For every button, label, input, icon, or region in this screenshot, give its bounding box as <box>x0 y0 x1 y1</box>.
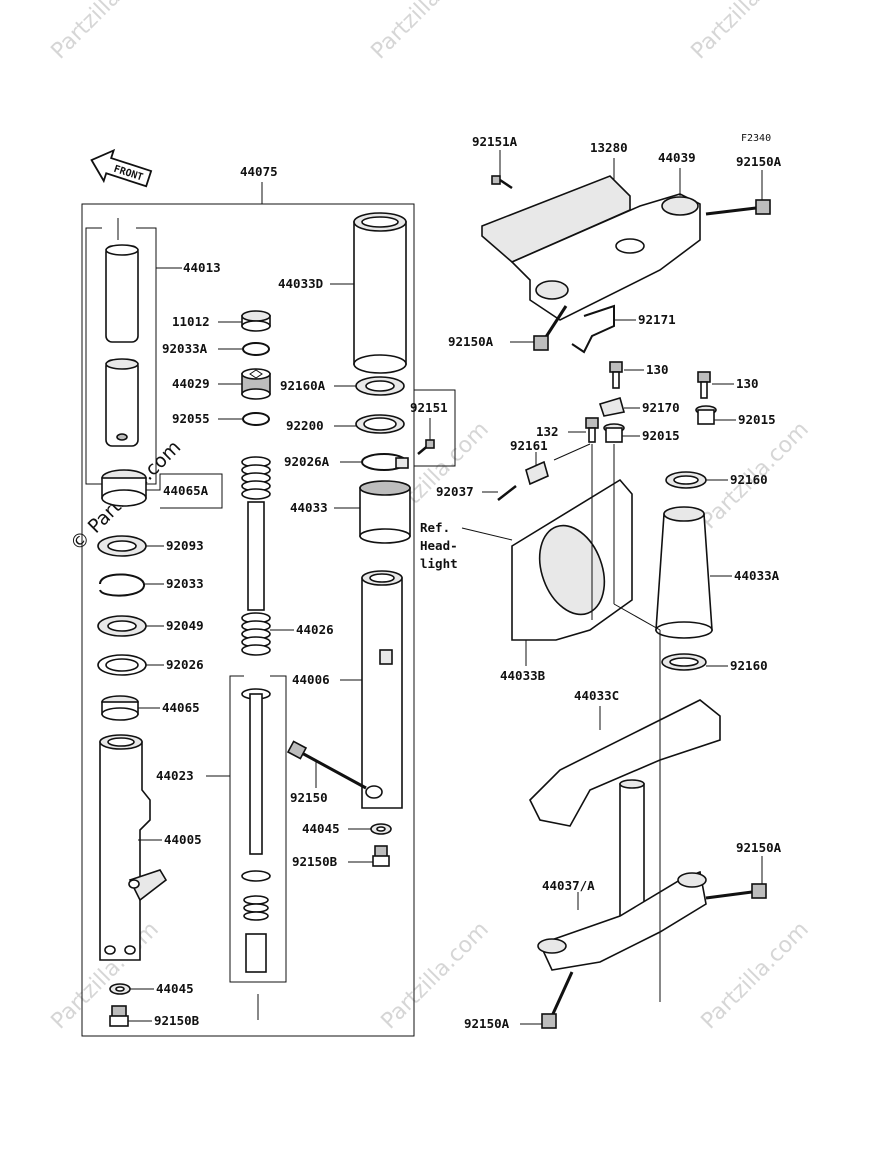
pad-92161 <box>525 460 549 486</box>
label-92033: 92033 <box>166 576 204 591</box>
label-130-left: 130 <box>646 362 669 377</box>
label-92151: 92151 <box>410 400 448 415</box>
screw-92151A <box>491 175 513 190</box>
bolt-92150 <box>286 740 367 790</box>
label-132: 132 <box>536 424 559 439</box>
label-92026: 92026 <box>166 657 204 672</box>
label-44033D: 44033D <box>278 276 323 291</box>
outer-tube-44006 <box>361 570 403 809</box>
clip-92170 <box>598 397 626 417</box>
bolt-92150A-upper-left <box>533 305 568 351</box>
label-44033C: 44033C <box>574 688 619 703</box>
bolt-92150B-upper <box>372 845 390 867</box>
label-92150A-upper-left: 92150A <box>448 334 494 349</box>
label-92200: 92200 <box>286 418 324 433</box>
label-44065: 44065 <box>162 700 200 715</box>
ref-note-line1: Ref. <box>420 520 450 535</box>
figure-code: F2340 <box>741 133 771 144</box>
ref-note-line3: light <box>420 556 458 571</box>
bolt-92150A-lower-right <box>705 883 767 900</box>
bolt-92150A-upper-right <box>705 199 771 216</box>
label-92150A-upper-right: 92150A <box>736 154 782 169</box>
inner-tube-44013 <box>105 244 139 447</box>
label-44013: 44013 <box>183 260 221 275</box>
label-130-right: 130 <box>736 376 759 391</box>
label-92150A-lower-left: 92150A <box>464 1016 510 1031</box>
label-92049: 92049 <box>166 618 204 633</box>
label-92093: 92093 <box>166 538 204 553</box>
label-44045-upper: 44045 <box>302 821 340 836</box>
label-92015-right: 92015 <box>738 412 776 427</box>
label-44045-lower: 44045 <box>156 981 194 996</box>
bolt-132 <box>585 417 599 443</box>
front-arrow-icon: FRONT <box>90 148 153 188</box>
clamp-92026A <box>361 453 409 471</box>
label-92150B-upper: 92150B <box>292 854 338 869</box>
bracket-92171 <box>571 304 615 354</box>
bolt-92150B-lower <box>109 1005 129 1027</box>
label-92026A: 92026A <box>284 454 330 469</box>
label-92151A: 92151A <box>472 134 518 149</box>
label-92015-left: 92015 <box>642 428 680 443</box>
label-92037: 92037 <box>436 484 474 499</box>
label-44029: 44029 <box>172 376 210 391</box>
clip-92033 <box>99 573 145 597</box>
bushing-92015-right <box>695 405 717 425</box>
label-44005: 44005 <box>164 832 202 847</box>
label-92150B-lower: 92150B <box>154 1013 200 1028</box>
steering-stem-44037A <box>537 779 707 971</box>
label-44065A: 44065A <box>163 483 209 498</box>
label-92055: 92055 <box>172 411 210 426</box>
ref-note-line2: Head- <box>420 538 458 553</box>
label-92033A: 92033A <box>162 341 208 356</box>
cap-bolt-44029 <box>241 368 271 400</box>
label-44033A: 44033A <box>734 568 780 583</box>
label-44039: 44039 <box>658 150 696 165</box>
label-44075: 44075 <box>240 164 278 179</box>
label-44023: 44023 <box>156 768 194 783</box>
cover-44033C <box>529 699 721 827</box>
cap-11012 <box>241 310 271 332</box>
label-92150: 92150 <box>290 790 328 805</box>
label-92160A: 92160A <box>280 378 326 393</box>
bushing-92015-left <box>603 423 625 443</box>
label-11012: 11012 <box>172 314 210 329</box>
label-92170: 92170 <box>642 400 680 415</box>
bolt-130-right <box>697 371 711 399</box>
label-92160-lower: 92160 <box>730 658 768 673</box>
label-44006: 44006 <box>292 672 330 687</box>
label-13280: 13280 <box>590 140 628 155</box>
label-92150A-lower-right: 92150A <box>736 840 782 855</box>
watermark: Partzilla.com <box>47 0 164 64</box>
cover-44033D <box>353 212 407 374</box>
watermark: Partzilla.com <box>687 0 804 64</box>
bolt-92150A-lower-left <box>541 971 574 1029</box>
bolt-130-left <box>609 361 623 389</box>
watermark: Partzilla.com <box>697 917 814 1034</box>
bushing-44065 <box>101 695 139 721</box>
cover-44033 <box>359 480 411 544</box>
spring-44026 <box>241 456 271 656</box>
label-92171: 92171 <box>638 312 676 327</box>
label-44026: 44026 <box>296 622 334 637</box>
oring-92055 <box>242 412 270 426</box>
band-92037 <box>497 485 517 501</box>
label-44037A: 44037/A <box>542 878 595 893</box>
outer-tube-44005 <box>99 734 168 961</box>
cover-44033A <box>655 506 713 639</box>
screw-92151 <box>417 439 435 455</box>
label-44033: 44033 <box>290 500 328 515</box>
label-92160-upper: 92160 <box>730 472 768 487</box>
bushing-44065A <box>101 469 147 507</box>
watermark: Partzilla.com <box>367 0 484 64</box>
label-44033B: 44033B <box>500 668 546 683</box>
oring-92033A <box>242 342 270 356</box>
assembly-44075-frame <box>81 203 456 1037</box>
damper-rod-44023 <box>241 688 271 973</box>
label-92161: 92161 <box>510 438 548 453</box>
